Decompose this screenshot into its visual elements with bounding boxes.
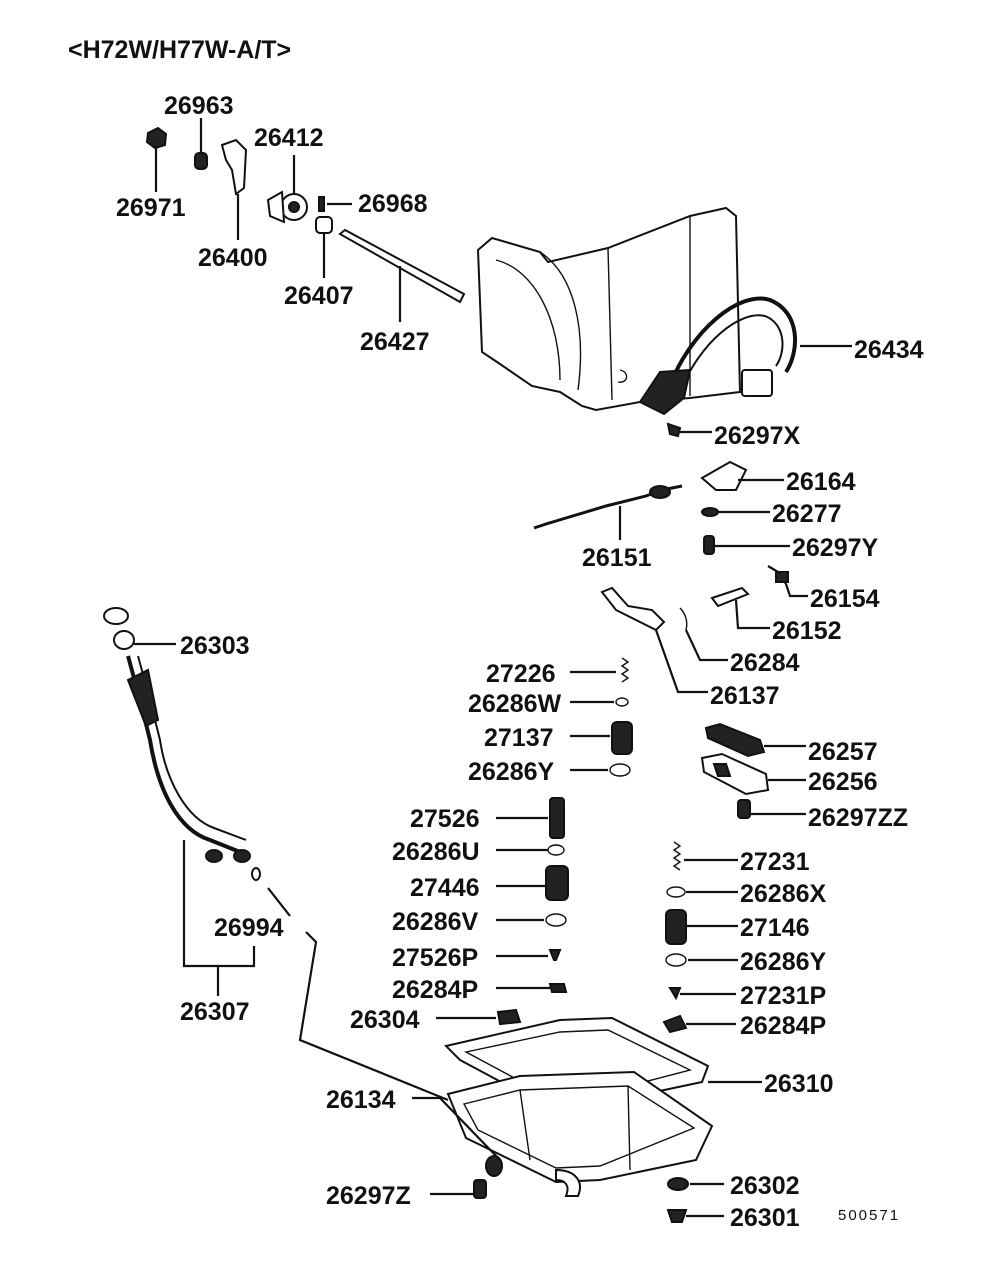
label-26286V: 26286V [392, 908, 479, 936]
label-26968: 26968 [358, 190, 428, 218]
label-26310: 26310 [764, 1070, 834, 1098]
reference-number: 500571 [838, 1207, 900, 1224]
label-27231P: 27231P [740, 982, 826, 1010]
label-27446: 27446 [410, 874, 480, 902]
transmission-case [476, 206, 742, 412]
label-27146: 27146 [740, 914, 810, 942]
label-26302: 26302 [730, 1172, 800, 1200]
wire-harness-26434 [638, 296, 852, 438]
label-26963: 26963 [164, 92, 234, 120]
label-26427: 26427 [360, 328, 430, 356]
label-26971: 26971 [116, 194, 186, 222]
label-26297Y: 26297Y [792, 534, 879, 562]
shaft-26427-part [338, 228, 466, 304]
label-26284P-left: 26284P [392, 976, 478, 1004]
part-labels: 26963 26412 26971 26968 26400 26407 2642… [116, 92, 924, 1232]
label-26137: 26137 [710, 682, 780, 710]
label-26297X: 26297X [714, 422, 801, 450]
valve-parts-right [662, 722, 806, 1034]
label-27526: 27526 [410, 805, 480, 833]
shift-linkage-group [145, 118, 466, 322]
part-26963 [194, 152, 208, 170]
label-26286X: 26286X [740, 880, 827, 908]
label-26257: 26257 [808, 738, 878, 766]
label-27226: 27226 [486, 660, 556, 688]
bushing-26407-part [315, 216, 333, 234]
label-26152: 26152 [772, 617, 842, 645]
label-26284: 26284 [730, 649, 800, 677]
label-26304: 26304 [350, 1006, 420, 1034]
label-26286Y-upper: 26286Y [468, 758, 555, 786]
label-26434: 26434 [854, 336, 924, 364]
diagram-title: <H72W/H77W-A/T> [68, 36, 291, 64]
label-27231: 27231 [740, 848, 810, 876]
label-27137: 27137 [484, 724, 554, 752]
label-26134: 26134 [326, 1086, 396, 1114]
label-27526P: 27526P [392, 944, 478, 972]
lever-26400-part [220, 138, 248, 196]
label-26256: 26256 [808, 768, 878, 796]
oil-pan-group [412, 1016, 762, 1223]
label-26151: 26151 [582, 544, 652, 572]
label-26286U: 26286U [392, 838, 480, 866]
dipstick-group [103, 607, 449, 1102]
label-26412: 26412 [254, 124, 324, 152]
oil-pan-26134 [446, 1070, 714, 1184]
dipstick-cap-26303 [113, 630, 135, 650]
label-26301: 26301 [730, 1204, 800, 1232]
label-26297Z: 26297Z [326, 1182, 411, 1210]
label-26994: 26994 [214, 914, 284, 942]
label-26286W: 26286W [468, 690, 562, 718]
label-26277: 26277 [772, 500, 842, 528]
label-26307: 26307 [180, 998, 250, 1026]
linkage-parts-right [533, 460, 808, 694]
bracket-26164-part [700, 460, 748, 491]
label-26407: 26407 [284, 282, 354, 310]
label-26297ZZ: 26297ZZ [808, 804, 908, 832]
nut-26971-part [145, 126, 168, 150]
label-26286Y-lower: 26286Y [740, 948, 827, 976]
label-26400: 26400 [198, 244, 268, 272]
label-26303: 26303 [180, 632, 250, 660]
valve-parts-center [436, 657, 633, 1026]
label-26284P-right: 26284P [740, 1012, 826, 1040]
label-26154: 26154 [810, 585, 880, 613]
label-26164: 26164 [786, 468, 856, 496]
